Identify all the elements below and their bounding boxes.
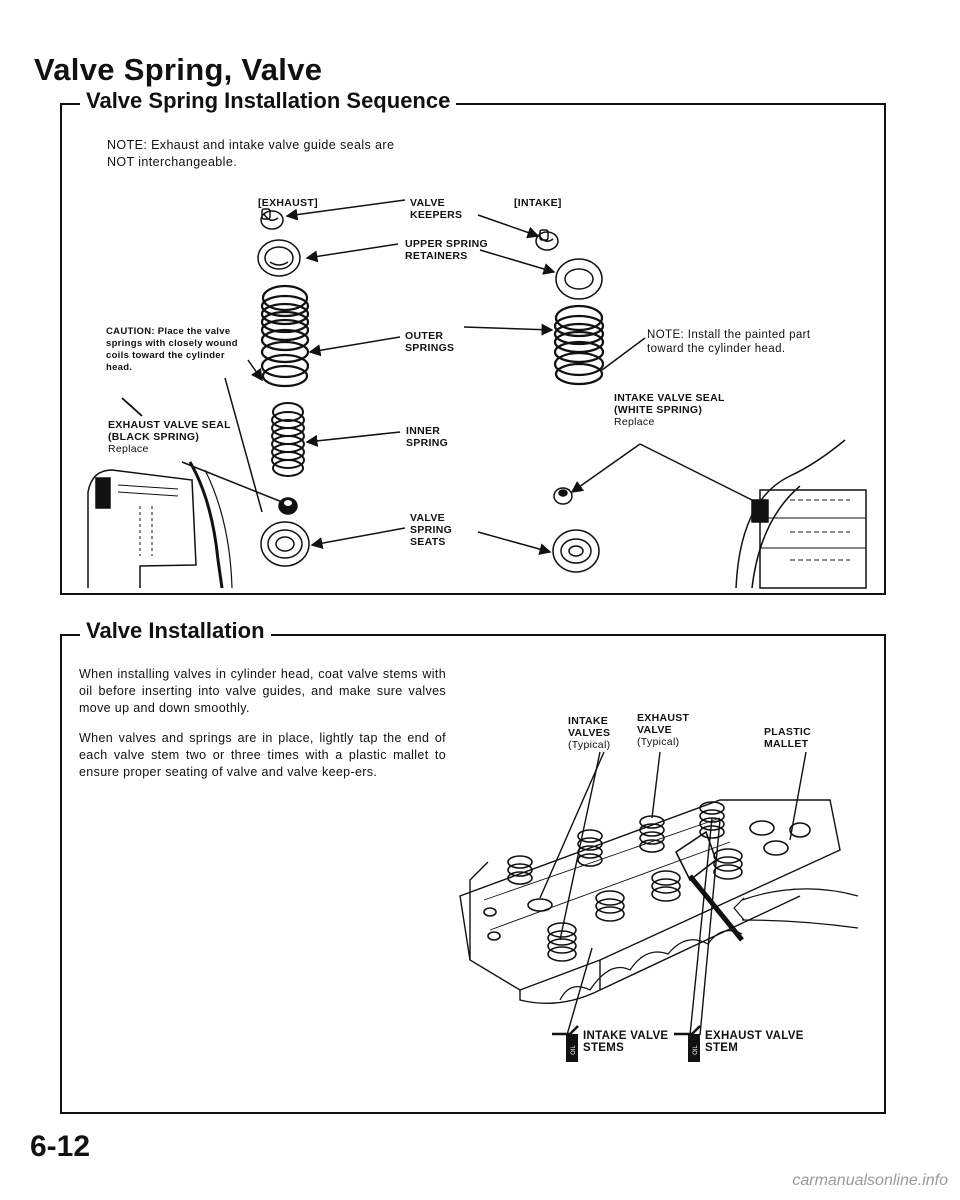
intake-heading: [INTAKE] xyxy=(514,197,562,209)
exhaust-retainer-part xyxy=(257,239,301,277)
intake-head-cutaway xyxy=(735,439,867,589)
title-tick xyxy=(60,103,76,105)
valve-springs-group xyxy=(483,801,811,962)
section-title-spring-sequence: Valve Spring Installation Sequence xyxy=(80,88,457,114)
svg-text:OIL: OIL xyxy=(571,1045,577,1055)
title-tick xyxy=(60,634,76,636)
exhaust-inner-spring-part xyxy=(271,402,305,477)
guide-seal-note: NOTE: Exhaust and intake valve guide sea… xyxy=(107,138,395,169)
exhaust-heading: [EXHAUST] xyxy=(258,197,318,209)
exhaust-head-cutaway xyxy=(87,461,233,589)
svg-text:OIL: OIL xyxy=(693,1045,699,1055)
valve-installation-box xyxy=(60,634,886,1114)
page-number: 6-12 xyxy=(30,1130,91,1163)
label-exhaust-valve-seal: EXHAUST VALVE SEAL(BLACK SPRING) Replace xyxy=(108,419,231,455)
oil-can-icon: OIL xyxy=(674,1025,701,1062)
instruction-paragraph-2: When valves and springs are in place, li… xyxy=(79,731,446,779)
instruction-paragraph-1: When installing valves in cylinder head,… xyxy=(79,667,446,715)
intake-seat-part xyxy=(552,529,600,573)
exhaust-seal-part xyxy=(278,497,298,515)
section-title-valve-installation: Valve Installation xyxy=(80,618,271,644)
intake-seal-part xyxy=(553,487,573,505)
oil-can-icon: OIL xyxy=(552,1025,579,1062)
installation-instructions: When installing valves in cylinder head,… xyxy=(79,666,446,794)
intake-outer-spring-part xyxy=(553,304,605,386)
plastic-mallet-part xyxy=(674,830,859,942)
intake-retainer-part xyxy=(555,258,603,300)
page-title: Valve Spring, Valve xyxy=(34,52,323,87)
watermark: carmanualsonline.info xyxy=(792,1172,948,1189)
exhaust-keepers-part xyxy=(260,208,284,230)
intake-keepers-part xyxy=(535,229,559,251)
label-intake-valve-seal: INTAKE VALVE SEAL(WHITE SPRING) Replace xyxy=(614,392,725,428)
exhaust-outer-spring-part xyxy=(260,284,310,388)
spring-sequence-box xyxy=(60,103,886,595)
exhaust-seat-part xyxy=(260,521,310,567)
